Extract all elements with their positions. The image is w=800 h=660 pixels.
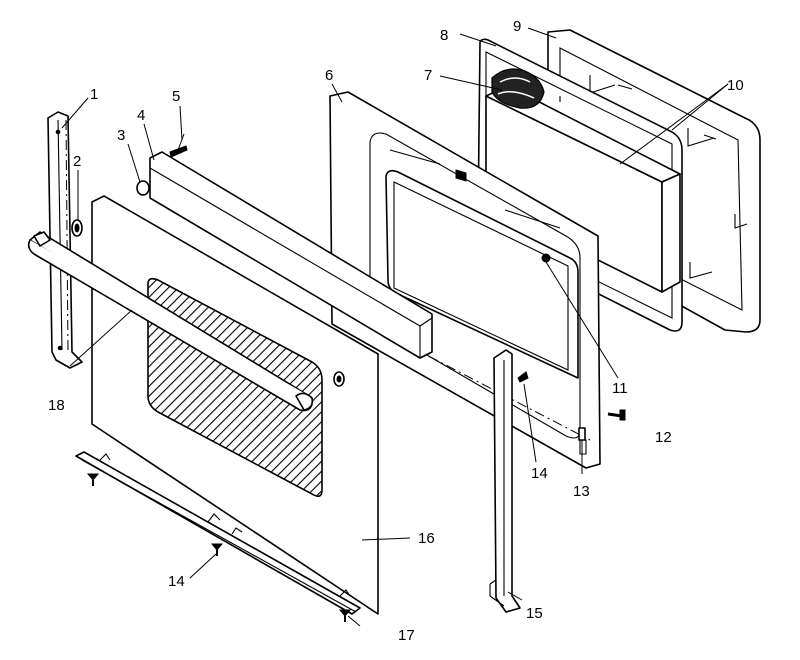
part-14-screw-upper	[517, 371, 529, 383]
callout-7: 7	[424, 67, 432, 84]
callout-4: 4	[137, 107, 145, 124]
part-7-insulation-pad	[491, 68, 545, 109]
part-5-screw	[169, 133, 188, 158]
callout-9: 9	[513, 18, 521, 35]
callout-2: 2	[73, 153, 81, 170]
callout-16: 16	[418, 530, 435, 547]
part-1-left-hinge	[47, 111, 83, 369]
callout-12: 12	[655, 429, 672, 446]
callout-11: 11	[612, 380, 628, 397]
part-3-bumper	[136, 180, 150, 196]
part-13-clip	[578, 427, 586, 441]
callout-8: 8	[440, 27, 448, 44]
callout-1: 1	[90, 86, 98, 103]
part-18-handle	[27, 231, 314, 412]
callout-15: 15	[526, 605, 543, 622]
callout-14-lower: 14	[168, 573, 185, 590]
part-4-top-trim	[149, 151, 433, 359]
part-12-screw	[607, 409, 626, 421]
callout-10: 10	[727, 77, 744, 94]
part-10-inner-glass	[485, 85, 681, 293]
callout-labels: 1 2 3 4 5 6 7 8 9 10 11 12 13 14 14 15 1…	[48, 18, 744, 644]
callout-13: 13	[573, 483, 590, 500]
part-15-right-hinge	[489, 349, 521, 613]
callout-18: 18	[48, 397, 65, 414]
callout-14-upper: 14	[531, 465, 548, 482]
part-11-screw	[541, 253, 551, 263]
callout-17: 17	[398, 627, 415, 644]
callout-3: 3	[117, 127, 125, 144]
part-14-screw-lower	[86, 473, 352, 622]
callout-5: 5	[172, 88, 180, 105]
callout-6: 6	[325, 67, 333, 84]
leader-lines	[61, 27, 729, 627]
part-17-bottom-trim	[75, 451, 361, 615]
part-2-grommet	[71, 219, 83, 237]
